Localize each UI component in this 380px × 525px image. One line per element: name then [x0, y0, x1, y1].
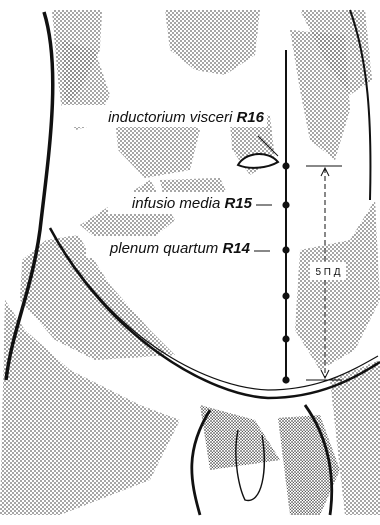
- label-r16: inductorium visceri R16: [108, 109, 265, 126]
- label-r16-code: R16: [236, 109, 264, 126]
- label-r15: infusio media R15: [132, 195, 253, 212]
- label-r14-code: R14: [222, 240, 250, 257]
- measurement-label: 5 П Д: [315, 267, 340, 278]
- point-r12: [282, 335, 289, 342]
- point-r16: [282, 162, 289, 169]
- point-r13: [282, 292, 289, 299]
- point-r11: [282, 376, 289, 383]
- label-r15-code: R15: [224, 195, 252, 212]
- point-r15: [282, 201, 289, 208]
- point-r14: [282, 246, 289, 253]
- label-r16-name: inductorium visceri: [108, 109, 233, 126]
- label-r14-name: plenum quartum: [109, 240, 218, 257]
- label-r15-name: infusio media: [132, 195, 220, 212]
- label-r14: plenum quartum R14: [109, 240, 251, 257]
